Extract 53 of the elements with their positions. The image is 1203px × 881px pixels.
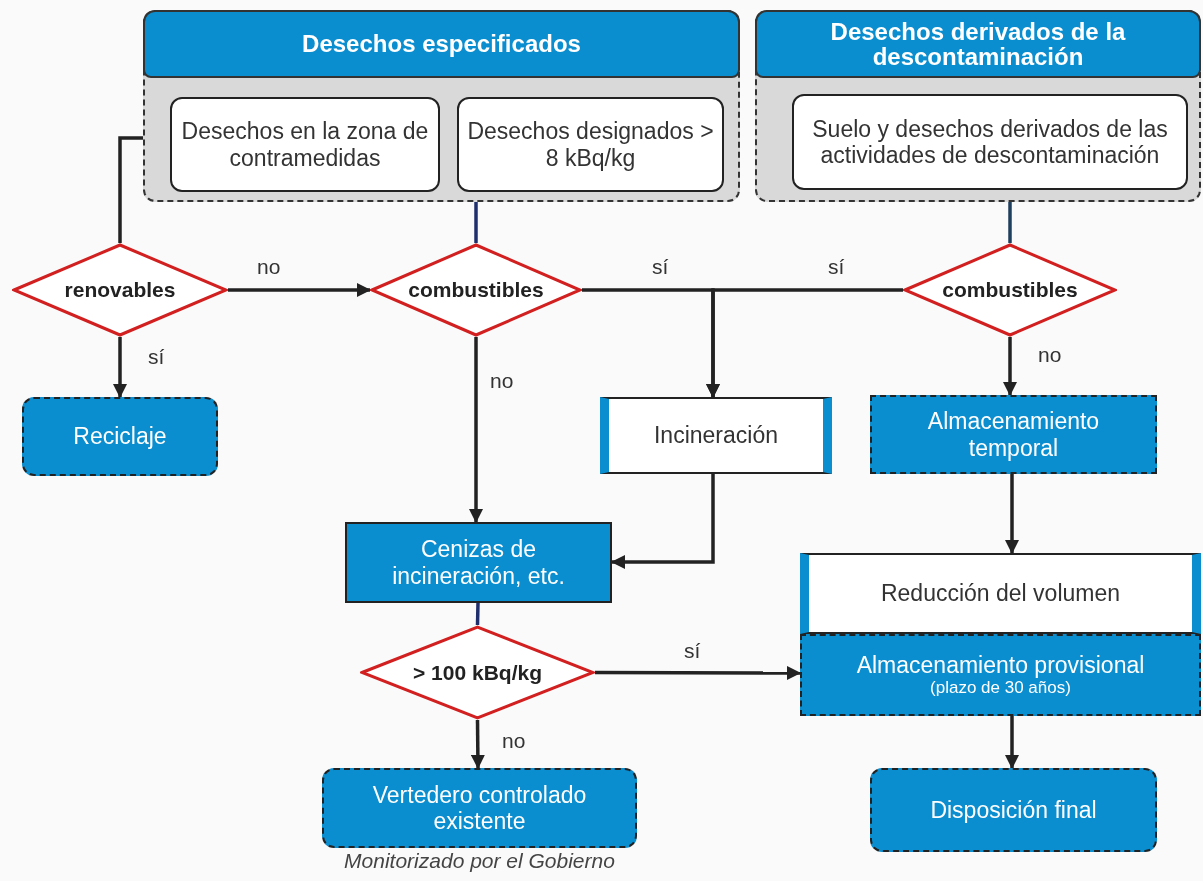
box-label: Reciclaje	[73, 423, 167, 450]
decision-label: combustibles	[408, 277, 544, 304]
group-title: Desechos especificados	[302, 31, 581, 57]
edge-label: sí	[826, 256, 847, 277]
process-box	[792, 94, 1188, 190]
box-label: Almacenamiento provisional	[856, 652, 1145, 679]
connector-line	[1008, 202, 1012, 243]
group-panel	[755, 10, 1201, 202]
process-box	[870, 395, 1157, 474]
box-label: Almacenamiento temporal	[926, 408, 1101, 461]
group-title: Desechos derivados de la descontaminación	[829, 18, 1127, 70]
arrow	[1005, 474, 1019, 554]
arrow	[611, 474, 715, 569]
decision-diamond	[370, 243, 582, 337]
process-box	[870, 768, 1157, 852]
box-label: Vertedero controlado existente	[371, 781, 588, 835]
edge-label: sí	[146, 346, 167, 367]
arrow	[228, 283, 371, 297]
box-label: Disposición final	[930, 796, 1097, 824]
decision-label: renovables	[64, 277, 176, 304]
arrow	[706, 288, 903, 398]
edge-label: sí	[682, 640, 703, 661]
box-label: Desechos designados > 8 kBq/kg	[467, 118, 714, 171]
arrow	[595, 665, 801, 680]
decision-diamond	[903, 243, 1117, 337]
box-label: Desechos en la zona de contramedidas	[180, 118, 430, 171]
group-panel	[143, 10, 740, 202]
process-box	[345, 522, 612, 603]
arrow	[113, 337, 127, 398]
edge-label: sí	[650, 256, 671, 277]
process-box	[457, 97, 724, 192]
decision-label: > 100 kBq/kg	[413, 659, 542, 686]
connector-line	[475, 602, 480, 626]
decision-label: combustibles	[942, 277, 1078, 304]
arrow	[470, 720, 485, 769]
process-box	[22, 397, 218, 476]
connector-line	[474, 202, 478, 243]
decision-diamond	[360, 625, 595, 720]
box-note: (plazo de 30 años)	[930, 678, 1071, 698]
arrow	[1003, 337, 1017, 396]
process-box	[600, 397, 832, 474]
box-label: Reducción del volumen	[880, 580, 1121, 607]
arrow	[469, 337, 483, 523]
process-box	[800, 634, 1201, 716]
connector-line	[118, 136, 143, 243]
box-label: Cenizas de incineración, etc.	[391, 536, 566, 589]
process-box	[170, 97, 440, 192]
decision-diamond	[12, 243, 228, 337]
box-label: Incineración	[654, 422, 778, 449]
arrow	[1005, 716, 1019, 769]
box-label: Suelo y desechos derivados de las actividades de descontaminación	[811, 115, 1169, 169]
note-text: Monitorizado por el Gobierno	[343, 848, 616, 874]
process-box	[800, 553, 1201, 634]
